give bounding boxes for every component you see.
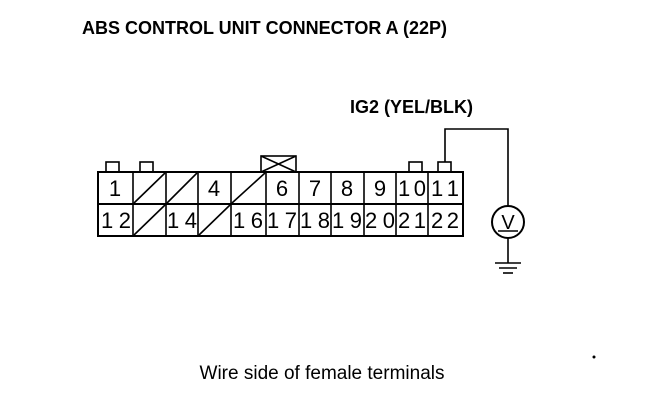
unused-cavity-marks [133,172,266,236]
stray-dot [592,355,596,359]
pin-8: 8 [341,176,353,201]
pin-17: 17 [267,208,297,233]
top-row-pins: 1 4 6 7 8 9 10 11 [109,176,459,201]
voltmeter-symbol: V [501,212,515,234]
bottom-row-dividers [132,204,429,236]
connector-body: 1 4 6 7 8 9 10 11 12 14 16 17 18 19 20 2… [97,155,464,237]
pin-16: 16 [233,208,263,233]
ground-icon [495,238,521,274]
pin-11: 11 [431,176,459,201]
bottom-row-pins: 12 14 16 17 18 19 20 21 22 [101,208,459,233]
top-row-dividers [132,172,429,204]
signal-label: IG2 (YEL/BLK) [350,97,473,117]
pin-9: 9 [374,176,386,201]
diagram-title: ABS CONTROL UNIT CONNECTOR A (22P) [82,18,447,38]
pin-6: 6 [276,176,288,201]
pin-4: 4 [208,176,220,201]
pin-19: 19 [332,208,362,233]
pin-1: 1 [109,176,121,201]
pin-14: 14 [167,208,197,233]
pin-21: 21 [398,208,426,233]
connector-latch-tabs [105,155,452,173]
pin-12: 12 [101,208,131,233]
pin-10: 10 [398,176,426,201]
diagram-caption: Wire side of female terminals [200,363,445,384]
pin-20: 20 [365,208,395,233]
pin-7: 7 [309,176,321,201]
pin-18: 18 [300,208,330,233]
voltmeter-icon: V [491,205,525,239]
pin-22: 22 [431,208,459,233]
probe-wire [444,128,509,206]
